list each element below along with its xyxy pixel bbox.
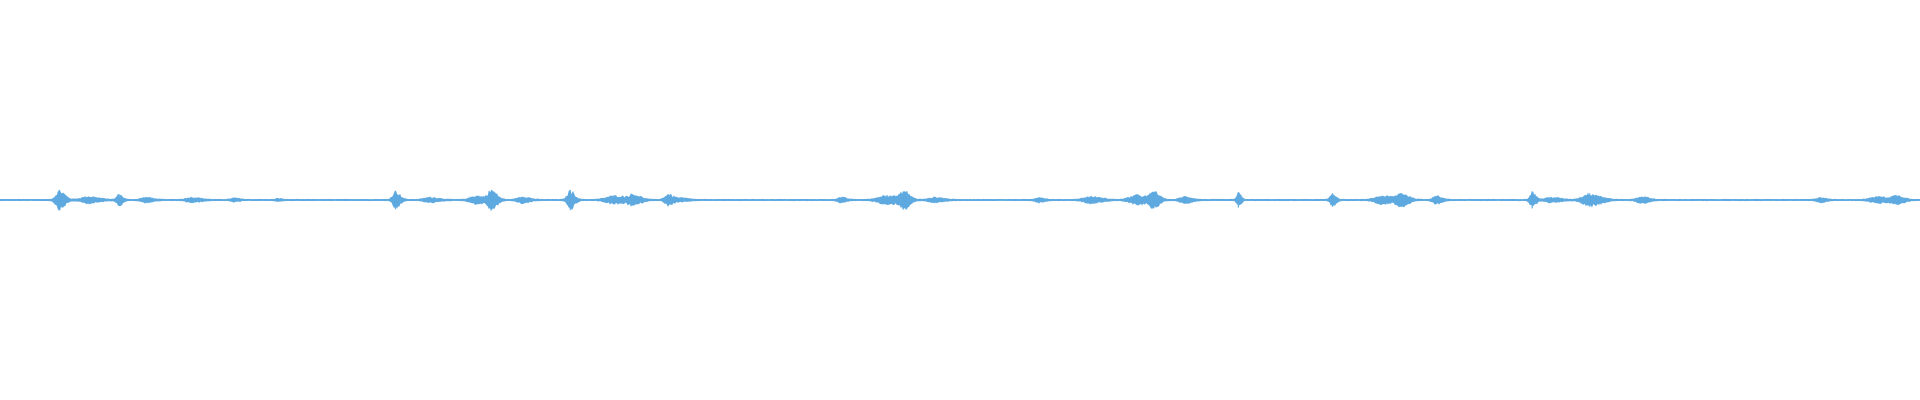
- waveform-envelope: [0, 190, 1920, 212]
